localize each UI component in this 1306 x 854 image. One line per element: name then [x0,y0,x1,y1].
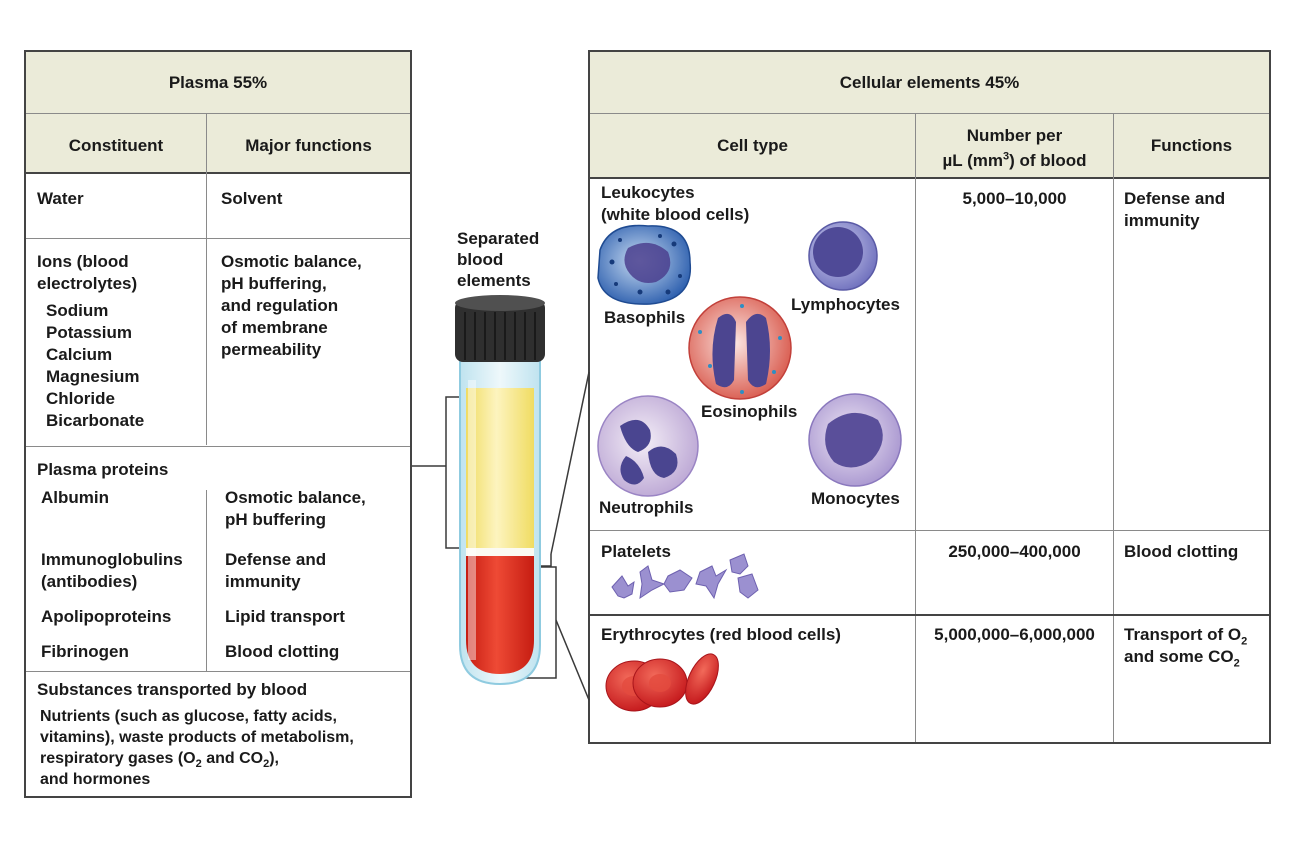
ion-item: Chloride [46,389,115,408]
platelets-function: Blood clotting [1124,542,1239,561]
erythrocytes-function-line1: Transport of O2 [1124,625,1248,648]
plasma-table [24,50,412,798]
ions-function-line: and regulation [221,296,339,315]
tube-label-line: elements [457,271,531,290]
cellular-col-number-line2: µL (mm3) of blood [942,150,1087,170]
water-label: Water [37,189,84,208]
substances-line: respiratory gases (O2 and CO2), [40,750,279,771]
neutrophils-label: Neutrophils [599,498,694,517]
platelets-name: Platelets [601,542,671,561]
eosinophil-cell-icon [688,296,792,400]
immunoglobulins-function-line: Defense and [225,550,327,569]
basophils-label: Basophils [604,308,686,327]
cellular-col-functions: Functions [1150,136,1233,155]
ion-item: Bicarbonate [46,411,145,430]
ion-item: Potassium [46,323,132,342]
tube-label-line: blood [457,250,504,269]
erythrocyte-cells-icon [605,653,719,712]
lymphocyte-cell-icon [808,221,878,291]
cellular-column-header [590,114,1269,177]
ion-item: Calcium [46,345,113,364]
substances-heading: Substances transported by blood [37,680,308,699]
ions-function-line: Osmotic balance, [221,252,362,271]
monocyte-cell-icon [808,393,902,487]
neutrophil-cell-icon [597,395,699,497]
albumin-function-line: Osmotic balance, [225,488,366,507]
ions-function-line: of membrane [221,318,328,337]
platelets-number: 250,000–400,000 [948,542,1081,561]
monocytes-label: Monocytes [811,489,900,508]
immunoglobulins-label-line: (antibodies) [41,572,138,591]
erythrocytes-name: Erythrocytes (red blood cells) [601,625,841,644]
plasma-col-constituent: Constituent [68,136,164,155]
erythrocytes-number: 5,000,000–6,000,000 [934,625,1095,644]
plasma-title: Plasma 55% [168,73,268,92]
albumin-function-line: pH buffering [225,510,327,529]
eosinophils-label: Eosinophils [701,402,798,421]
leukocytes-name-line1: Leukocytes [601,183,695,202]
substances-line: vitamins), waste products of metabolism, [40,729,354,746]
plasma-col-functions: Major functions [245,136,372,155]
apolipoproteins-label: Apolipoproteins [41,607,172,626]
tube-cap-icon [455,295,545,362]
fibrinogen-function: Blood clotting [225,642,340,661]
cellular-col-cell-type: Cell type [717,136,788,155]
plasma-title-header [26,52,410,113]
substances-line: Nutrients (such as glucose, fatty acids, [40,708,337,725]
ions-function-line: pH buffering, [221,274,327,293]
leukocytes-number: 5,000–10,000 [962,189,1067,208]
apolipoproteins-function: Lipid transport [225,607,345,626]
plasma-proteins-heading: Plasma proteins [37,460,169,479]
plasma-layer [466,388,534,548]
ion-item: Magnesium [46,367,140,386]
ions-function-line: permeability [221,340,322,359]
erythrocytes-function-line2: and some CO2 [1124,647,1240,670]
platelet-cells-icon [611,553,759,600]
lymphocytes-label: Lymphocytes [791,295,900,314]
tube-label-line: Separated [457,229,540,248]
leukocytes-function-line: immunity [1124,211,1200,230]
ion-item: Sodium [46,301,109,320]
buffy-coat-layer [466,548,534,556]
cellular-title: Cellular elements 45% [839,73,1020,92]
substances-line: and hormones [40,771,151,788]
immunoglobulins-function-line: immunity [225,572,301,591]
water-function: Solvent [221,189,283,208]
cellular-title-header [590,52,1269,113]
plasma-column-header [26,114,410,172]
leukocytes-function-line: Defense and [1124,189,1226,208]
basophil-cell-icon [597,224,692,305]
red-cell-layer [466,556,534,674]
ions-label-line1: Ions (blood [37,252,129,271]
immunoglobulins-label-line: Immunoglobulins [41,550,183,569]
leukocytes-name-line2: (white blood cells) [601,205,750,224]
fibrinogen-label: Fibrinogen [41,642,129,661]
test-tube [455,295,545,686]
ions-label-line2: electrolytes) [37,274,138,293]
albumin-label: Albumin [41,488,109,507]
cellular-col-number-line1: Number per [966,126,1063,145]
